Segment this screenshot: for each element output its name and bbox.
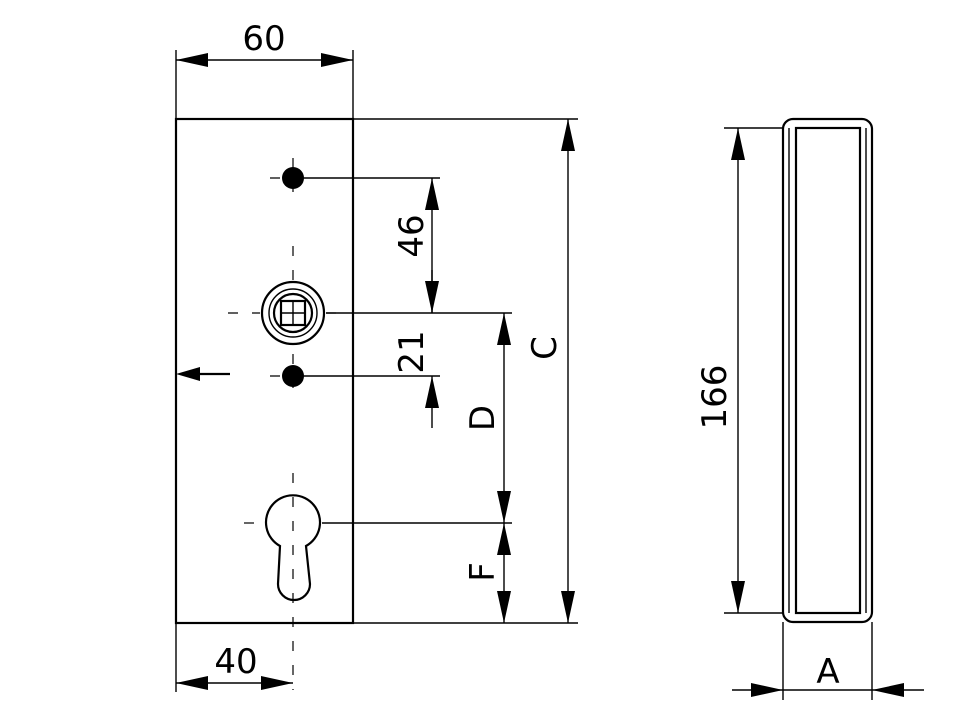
bottom-screw-hole [270, 354, 316, 398]
side-profile-inner [794, 126, 862, 615]
dimension-depth-A: A [732, 622, 924, 700]
depth-dimension-label: A [816, 652, 839, 692]
dimension-keyhole-offset-40: 40 [175, 623, 293, 692]
front-view: 60 40 46 21 [174, 19, 578, 692]
latch-direction-arrow [176, 367, 230, 381]
spindle-hole [228, 246, 350, 346]
side-profile-outer [781, 117, 874, 624]
dimension-F-label: F [463, 562, 503, 582]
dimension-46-label: 46 [392, 214, 432, 257]
dimension-21: 21 [392, 270, 439, 428]
dimension-D-label: D [463, 405, 503, 431]
dimension-C-label: C [525, 336, 565, 360]
cylinder-keyhole [244, 473, 322, 690]
width-dimension-label: 60 [242, 19, 285, 59]
dimension-F: F [463, 523, 511, 623]
dimension-D: D [463, 313, 511, 523]
dimension-width-60: 60 [175, 19, 354, 119]
dimension-C: C [525, 119, 575, 623]
height-dimension-label: 166 [695, 365, 735, 430]
dimension-height-166: 166 [695, 128, 745, 613]
dimension-21-label: 21 [392, 330, 432, 373]
lock-plate-outline [174, 117, 355, 625]
keyhole-offset-label: 40 [214, 642, 257, 682]
side-view: 166 A [695, 117, 924, 700]
top-screw-hole [270, 158, 316, 200]
